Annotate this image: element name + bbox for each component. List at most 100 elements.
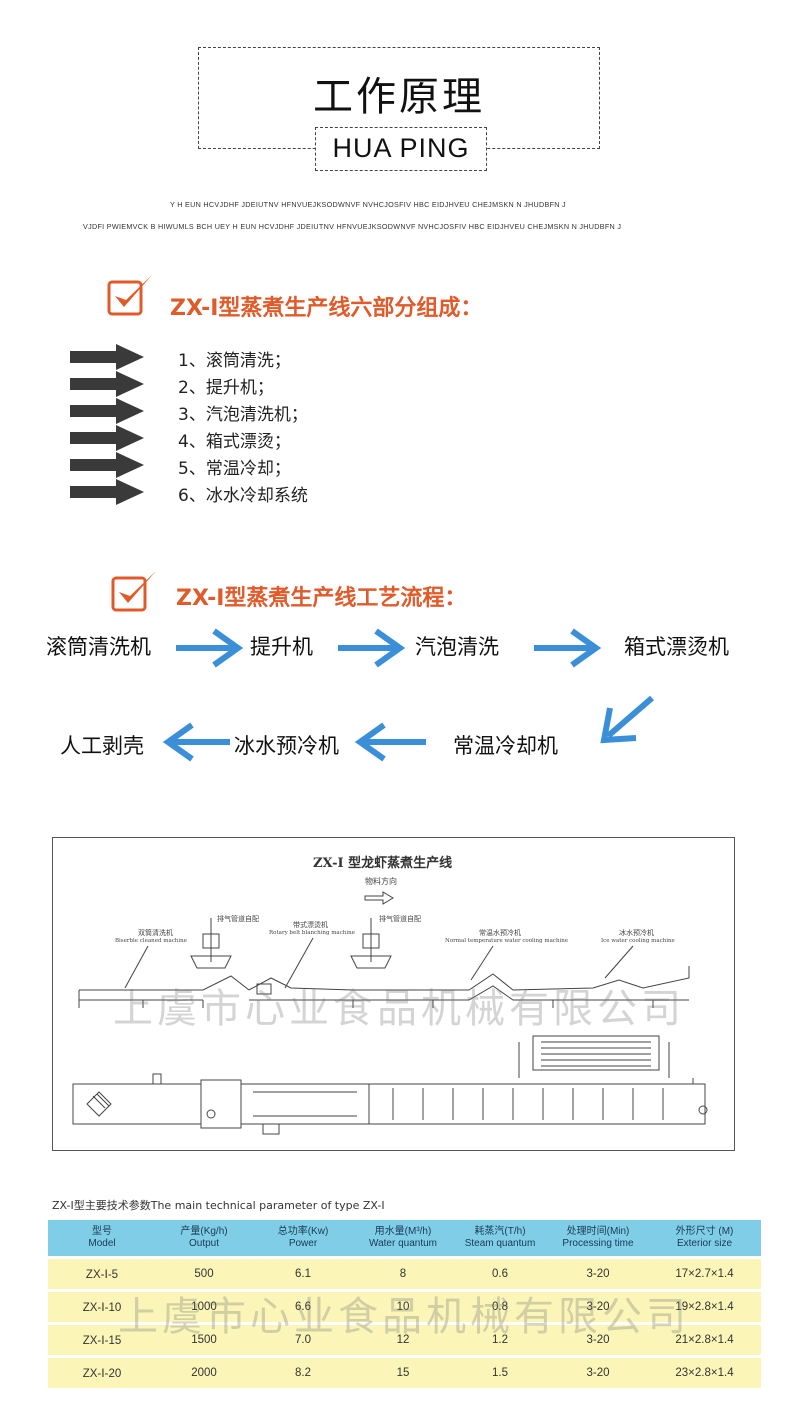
section-heading-process: ZX-I型蒸煮生产线工艺流程：	[176, 586, 467, 611]
diagram-label: 常温水预冷机	[479, 929, 521, 937]
table-cell: 17×2.7×1.4	[648, 1256, 761, 1291]
flow-step-manual-peeling: 人工剥壳	[60, 734, 144, 758]
column-header-cn: 耗蒸汽(T/h)	[474, 1226, 526, 1237]
table-cell: 2000	[156, 1355, 252, 1388]
table-cell: 12	[354, 1322, 452, 1357]
list-item: 5、常温冷却；	[178, 459, 291, 479]
list-item: 1、滚筒清洗；	[178, 351, 291, 371]
table-cell: 3-20	[548, 1289, 648, 1324]
table-cell: 19×2.8×1.4	[648, 1289, 761, 1324]
check-icon	[107, 275, 152, 316]
table-cell: 8	[354, 1256, 452, 1291]
check-icon	[111, 571, 156, 612]
list-item: 4、箱式漂烫；	[178, 432, 291, 452]
column-header-en: Steam quantum	[464, 1238, 536, 1249]
table-cell: ZX-Ⅰ-15	[48, 1322, 156, 1357]
table-cell: 3-20	[548, 1322, 648, 1357]
column-header-cn: 产量(Kg/h)	[180, 1226, 228, 1237]
table-row: ZX-Ⅰ-5 500 6.1 8 0.6 3-20 17×2.7×1.4	[48, 1256, 761, 1291]
column-header-cn: 外形尺寸 (M)	[675, 1226, 734, 1237]
table-cell: 1.5	[452, 1355, 548, 1388]
diagram-direction-label: 物料方向	[365, 877, 397, 886]
column-header: 耗蒸汽(T/h)Steam quantum	[452, 1220, 548, 1258]
diagram-title: ZX-Ⅰ 型龙虾蒸煮生产线	[313, 856, 453, 871]
table-cell: ZX-Ⅰ-20	[48, 1355, 156, 1388]
table-cell: 21×2.8×1.4	[648, 1322, 761, 1357]
table-cell: 15	[354, 1355, 452, 1388]
flow-step-bubble-wash: 汽泡清洗	[415, 635, 499, 659]
production-line-diagram: ZX-Ⅰ 型龙虾蒸煮生产线 物料方向 双筒清洗机 Biserble cleane…	[52, 837, 735, 1151]
diagram-label-en: Biserble cleaned machine	[115, 938, 187, 944]
column-header-cn: 型号	[92, 1226, 112, 1237]
table-cell: 1000	[156, 1289, 252, 1324]
diagram-label: 冰水预冷机	[619, 929, 654, 937]
arrow-down-left-icon	[600, 695, 654, 744]
table-cell: 0.8	[452, 1289, 548, 1324]
table-cell: 7.0	[252, 1322, 354, 1357]
list-arrow-icon	[70, 398, 144, 424]
page-title: 工作原理	[313, 74, 485, 120]
table-row: ZX-Ⅰ-10 1000 6.6 10 0.8 3-20 19×2.8×1.4	[48, 1289, 761, 1324]
table-cell: 10	[354, 1289, 452, 1324]
list-item: 2、提升机；	[178, 378, 274, 398]
column-header-cn: 总功率(Kw)	[277, 1226, 329, 1237]
column-header-cn: 处理时间(Min)	[566, 1226, 630, 1237]
diagram-label: 排气管道自配	[379, 915, 421, 923]
table-cell: ZX-Ⅰ-10	[48, 1289, 156, 1324]
table-cell: 3-20	[548, 1256, 648, 1291]
arrow-right-icon	[338, 628, 406, 668]
table-cell: 1500	[156, 1322, 252, 1357]
list-item: 6、冰水冷却系统	[178, 486, 308, 506]
flow-step-blancher: 箱式漂烫机	[624, 635, 729, 659]
table-cell: 1.2	[452, 1322, 548, 1357]
machine-drawing	[72, 891, 708, 1135]
diagram-label: 排气管道自配	[217, 915, 259, 923]
column-header-en: Water quantum	[369, 1238, 437, 1249]
list-arrow-icon	[70, 452, 144, 478]
brand-subtitle: HUA PING	[315, 127, 487, 171]
arrow-left-icon	[354, 722, 426, 762]
list-arrow-icon	[70, 344, 144, 370]
table-cell: 3-20	[548, 1355, 648, 1388]
arrow-right-icon	[176, 628, 244, 668]
table-cell: 23×2.8×1.4	[648, 1355, 761, 1388]
diagram-label-en: Rotary belt blanching machine	[269, 930, 355, 936]
watermark: 上虞市心业食品机械有限公司	[118, 1294, 690, 1340]
flow-step-elevator: 提升机	[250, 635, 313, 659]
section-heading-components: ZX-I型蒸煮生产线六部分组成：	[170, 296, 483, 321]
table-cell: ZX-Ⅰ-5	[48, 1256, 156, 1291]
arrow-right-icon	[534, 628, 602, 668]
column-header-cn: 用水量(M³/h)	[374, 1226, 432, 1237]
column-header: 外形尺寸 (M)Exterior size	[648, 1220, 761, 1258]
arrow-left-icon	[162, 722, 230, 762]
table-cell: 6.1	[252, 1256, 354, 1291]
table-row: ZX-Ⅰ-20 2000 8.2 15 1.5 3-20 23×2.8×1.4	[48, 1355, 761, 1388]
table-caption: ZX-Ⅰ型主要技术参数The main technical parameter …	[52, 1199, 385, 1212]
diagram-label-en: Normal temperature water cooling machine	[445, 938, 569, 944]
table-cell: 6.6	[252, 1289, 354, 1324]
table-row: ZX-Ⅰ-15 1500 7.0 12 1.2 3-20 21×2.8×1.4	[48, 1322, 761, 1357]
diagram-label: 带式漂烫机	[293, 921, 328, 929]
table-cell: 0.6	[452, 1256, 548, 1291]
flow-step-drum-washer: 滚筒清洗机	[46, 635, 151, 659]
diagram-label-en: Ice water cooling machine	[601, 938, 675, 944]
diagram-label: 双筒清洗机	[138, 929, 173, 937]
list-arrow-icon	[70, 371, 144, 397]
table-cell: 8.2	[252, 1355, 354, 1388]
list-arrow-icon	[70, 425, 144, 451]
list-arrow-icon	[70, 479, 144, 505]
flow-arrows	[162, 628, 654, 762]
column-header: 产量(Kg/h)Output	[156, 1220, 252, 1258]
column-header-en: Power	[288, 1238, 318, 1249]
decorative-text-line-1: Y H EUN HCVJDHF JDEIUTNV HFNVUEJKSODWNVF…	[170, 200, 566, 209]
column-header-en: Model	[88, 1238, 116, 1249]
watermark: 上虞市心业食品机械有限公司	[113, 986, 685, 1032]
column-header: 总功率(Kw)Power	[252, 1220, 354, 1258]
column-header-en: Processing time	[562, 1238, 634, 1249]
flow-step-ice-cooler: 冰水预冷机	[234, 734, 339, 758]
decorative-text-line-2: VJDFI PWIEMVCK B HIWUMLS BCH UEY H EUN H…	[83, 222, 622, 231]
flow-step-cooler: 常温冷却机	[453, 734, 558, 758]
list-item: 3、汽泡清洗机；	[178, 405, 308, 425]
